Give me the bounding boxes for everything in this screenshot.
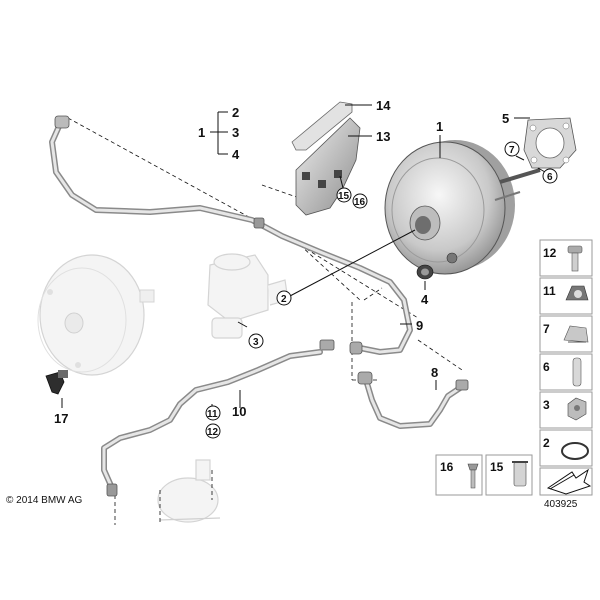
svg-text:16: 16: [440, 460, 454, 474]
svg-text:16: 16: [354, 197, 366, 208]
vacuum-line-9[interactable]: [49, 115, 413, 355]
callout-4: 4: [421, 292, 429, 307]
callout-3-circle: 3: [248, 333, 264, 349]
callout-15-circle: 15: [336, 187, 352, 203]
svg-text:12: 12: [207, 427, 219, 438]
callout-16-circle: 16: [352, 193, 368, 209]
part-7-clamp[interactable]: 7: [539, 315, 593, 353]
ghost-brake-unit: [157, 459, 221, 523]
direction-arrow-icon: [539, 467, 593, 496]
svg-text:11: 11: [207, 409, 218, 420]
svg-text:11: 11: [543, 284, 556, 298]
callout-3-top: 3: [232, 125, 239, 140]
callout-2-top: 2: [232, 105, 239, 120]
part-6-sleeve[interactable]: 6: [539, 353, 593, 391]
svg-text:6: 6: [547, 172, 553, 183]
gasket[interactable]: [523, 117, 577, 169]
svg-text:15: 15: [490, 460, 504, 474]
part-12-bolt[interactable]: 12: [539, 239, 593, 277]
callout-11-circle: 11: [205, 405, 221, 421]
callout-10: 10: [232, 404, 246, 419]
svg-text:7: 7: [543, 322, 550, 336]
leader-lines: [61, 104, 546, 420]
svg-text:7: 7: [509, 145, 515, 156]
part-2-o-ring[interactable]: 2: [539, 429, 593, 467]
callout-1-group: 1: [198, 125, 205, 140]
callout-8: 8: [431, 365, 438, 380]
svg-text:12: 12: [543, 246, 557, 260]
part-15-nut[interactable]: 15: [485, 454, 533, 496]
svg-text:2: 2: [543, 436, 550, 450]
cover-strip[interactable]: [291, 101, 353, 151]
vacuum-line-8[interactable]: [357, 371, 469, 429]
svg-text:6: 6: [543, 360, 550, 374]
vacuum-line-10[interactable]: [101, 349, 323, 497]
callout-1: 1: [436, 119, 443, 134]
callout-2-circle: 2: [276, 290, 292, 306]
part-16-screw[interactable]: 16: [435, 454, 483, 496]
pressure-sensor[interactable]: [45, 370, 68, 395]
ghost-booster-left: [37, 254, 155, 376]
callout-13: 13: [376, 129, 390, 144]
svg-text:15: 15: [338, 191, 350, 202]
document-number: 403925: [544, 499, 578, 510]
parts-panel: 12 11 7 6 3: [435, 239, 593, 496]
callout-4-top: 4: [232, 147, 240, 162]
callout-12-circle: 12: [205, 423, 221, 439]
svg-text:2: 2: [281, 294, 287, 305]
copyright-notice: © 2014 BMW AG: [6, 495, 83, 506]
ghost-master-cylinder: [207, 253, 289, 339]
brake-booster[interactable]: [384, 140, 541, 275]
callout-labels: 1 2 3 4 14 13 1 5 4 9 8 10 17: [54, 98, 509, 426]
callout-5: 5: [502, 111, 509, 126]
callout-9: 9: [416, 318, 423, 333]
svg-text:3: 3: [253, 337, 259, 348]
part-3-nut[interactable]: 3: [539, 391, 593, 429]
callout-6-circle: 6: [542, 168, 558, 184]
part-11-clip[interactable]: 11: [539, 277, 593, 315]
callout-14: 14: [376, 98, 391, 113]
grommet[interactable]: [416, 264, 434, 280]
svg-text:3: 3: [543, 398, 550, 412]
callout-7-circle: 7: [504, 141, 520, 157]
callout-17: 17: [54, 411, 68, 426]
